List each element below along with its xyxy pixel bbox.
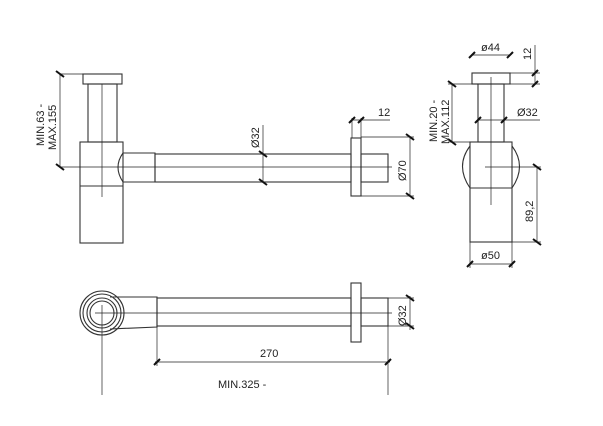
side-height-max: MAX.155 bbox=[47, 105, 59, 150]
front-body-height: 89,2 bbox=[524, 201, 536, 222]
top-pipe-length: 270 bbox=[260, 348, 278, 360]
front-view: ø44 12 MIN.20 - MAX.112 Ø32 89,2 ø50 bbox=[428, 42, 542, 268]
front-cap-height: 12 bbox=[522, 48, 534, 60]
front-height-max: MAX.112 bbox=[440, 100, 452, 144]
front-stem-diameter: Ø32 bbox=[517, 107, 538, 119]
top-total-length: MIN.325 - bbox=[218, 379, 267, 391]
front-height-min: MIN.20 - bbox=[428, 99, 440, 142]
front-body-diameter: ø50 bbox=[481, 250, 500, 262]
top-view: 270 Ø32 MIN.325 - bbox=[79, 282, 415, 395]
side-view: MIN.63 - MAX.155 Ø32 12 Ø70 bbox=[35, 70, 415, 244]
side-pipe-diameter: Ø32 bbox=[250, 127, 262, 148]
side-flange-diameter: Ø70 bbox=[397, 160, 409, 181]
front-cap-diameter: ø44 bbox=[481, 42, 500, 54]
top-pipe-diameter: Ø32 bbox=[397, 305, 409, 326]
side-height-min: MIN.63 - bbox=[35, 103, 47, 146]
side-flange-thickness: 12 bbox=[378, 107, 390, 119]
